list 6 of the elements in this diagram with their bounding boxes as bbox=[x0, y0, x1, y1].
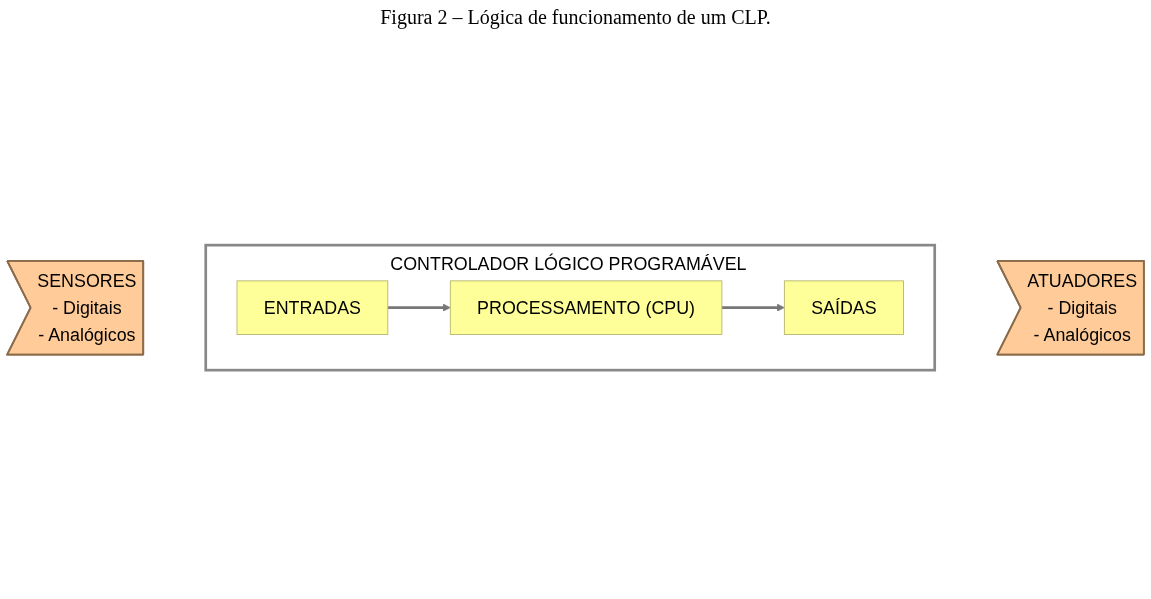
node-box: PROCESSAMENTO (CPU) bbox=[449, 280, 723, 336]
arrow bbox=[387, 304, 451, 312]
figure-caption: Figura 2 – Lógica de funcionamento de um CLP. bbox=[379, 6, 772, 29]
node-box: ENTRADAS bbox=[236, 280, 389, 336]
node-box: SAÍDAS bbox=[783, 280, 904, 336]
arrow bbox=[721, 304, 785, 312]
